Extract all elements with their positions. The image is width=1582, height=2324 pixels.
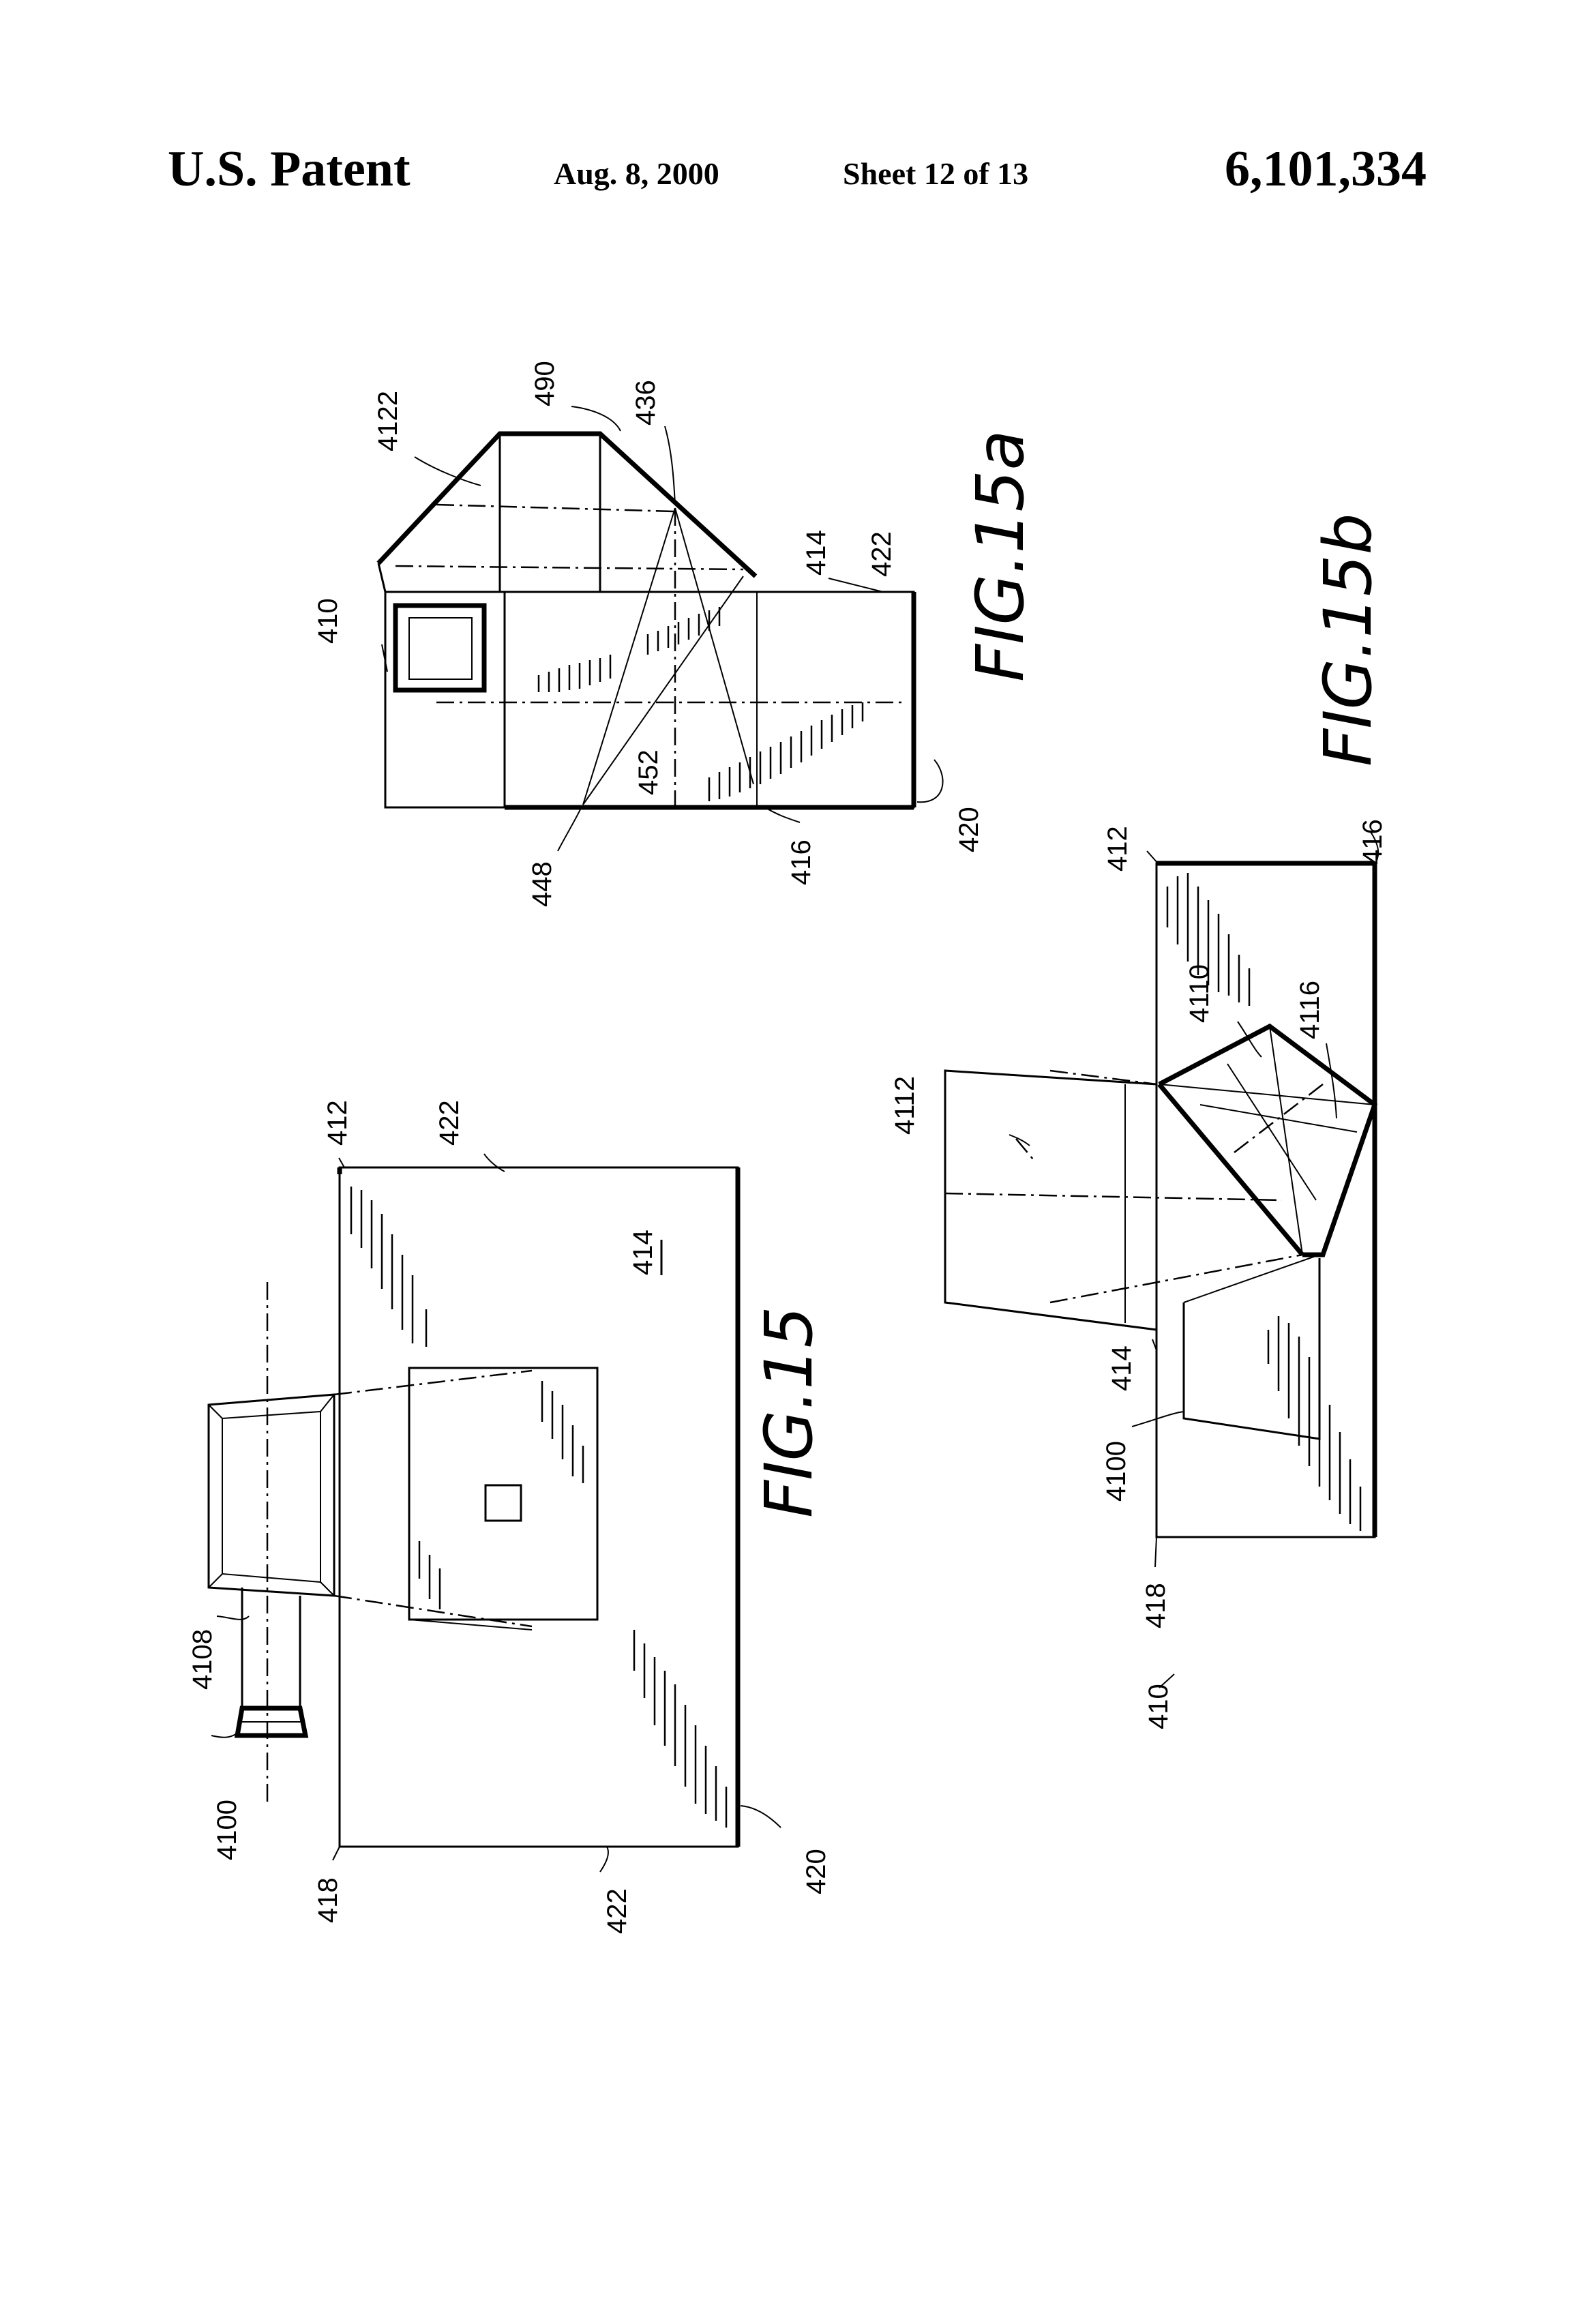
fig15a-label-490: 490: [530, 361, 560, 406]
fig15b-label-410: 410: [1144, 1684, 1174, 1729]
fig15-label-422-top: 422: [434, 1100, 464, 1146]
figure-15a: 4122 490 436 410 414 422 452 448 416 420…: [313, 361, 1039, 907]
fig15b-label-4116: 4116: [1295, 981, 1325, 1039]
patent-date: Aug. 8, 2000: [554, 156, 719, 191]
fig15-label-4108: 4108: [188, 1629, 218, 1690]
fig15-label-422-bottom: 422: [602, 1888, 632, 1934]
fig15a-label-452: 452: [633, 749, 663, 795]
fig15a-hatching: [537, 607, 864, 801]
patent-title: U.S. Patent: [168, 141, 411, 197]
fig15-label-412: 412: [323, 1100, 353, 1146]
fig15b-eyepiece: [944, 1069, 1158, 1331]
figure-15b: 412 416 4110 4116 4112 414 4100 418 410 …: [890, 513, 1388, 1729]
fig15b-caption: FIG.15b: [1310, 513, 1386, 766]
fig15-caption: FIG.15: [751, 1306, 827, 1518]
fig15b-label-416: 416: [1358, 819, 1388, 865]
fig15b-label-4112: 4112: [890, 1076, 920, 1135]
fig15-eyepiece-lens: [234, 1705, 309, 1738]
fig15b-label-4110: 4110: [1184, 964, 1214, 1023]
patent-number: 6,101,334: [1225, 141, 1427, 197]
fig15a-label-420: 420: [954, 807, 984, 852]
sheet-number: Sheet 12 of 13: [843, 156, 1029, 191]
fig15-label-4100: 4100: [212, 1800, 242, 1860]
fig15a-label-422: 422: [867, 531, 897, 577]
figure-15: 412 422 414 4108 4100 418 422 420 FIG.15: [188, 1100, 831, 1934]
fig15-label-420: 420: [801, 1849, 831, 1894]
fig15a-label-436: 436: [631, 380, 661, 426]
fig15b-label-4100: 4100: [1101, 1441, 1131, 1502]
fig15-inner-window: [408, 1367, 599, 1621]
fig15-label-418: 418: [313, 1877, 343, 1923]
fig15-hatching: [350, 1187, 728, 1828]
fig15a-label-448: 448: [527, 861, 557, 907]
fig15b-hatching: [1166, 873, 1362, 1531]
fig15-housing: [338, 1166, 739, 1848]
fig15-center-square: [484, 1484, 522, 1522]
fig15-label-414: 414: [628, 1230, 658, 1275]
fig15a-label-414: 414: [801, 530, 831, 576]
fig15b-label-418: 418: [1141, 1583, 1171, 1628]
fig15a-label-4122: 4122: [373, 391, 403, 451]
page-header: U.S. Patent Aug. 8, 2000 Sheet 12 of 13 …: [0, 135, 1582, 210]
fig15a-label-416: 416: [786, 839, 816, 885]
fig15b-label-412: 412: [1103, 826, 1133, 872]
fig15a-caption: FIG.15a: [962, 430, 1039, 682]
fig15a-window: [393, 603, 487, 693]
fig15b-label-414: 414: [1107, 1345, 1137, 1391]
fig15a-label-410: 410: [313, 598, 343, 644]
